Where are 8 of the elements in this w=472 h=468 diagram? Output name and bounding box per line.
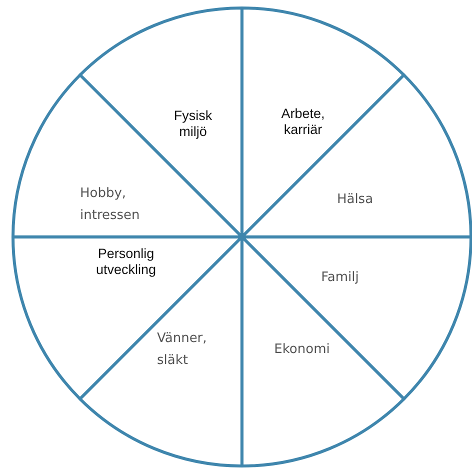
segment-label: Ekonomi <box>273 341 331 359</box>
segment-label: Hälsa <box>336 190 374 209</box>
segment-label: Vänner, släkt <box>156 330 208 370</box>
segment-label: Familj <box>320 269 360 287</box>
segment-label: Hobby, intressen <box>80 184 141 225</box>
segment-label: Arbete, karriär <box>280 106 326 138</box>
segment-label: Personlig utveckling <box>94 246 158 278</box>
segment-label: Fysisk miljö <box>172 108 214 140</box>
